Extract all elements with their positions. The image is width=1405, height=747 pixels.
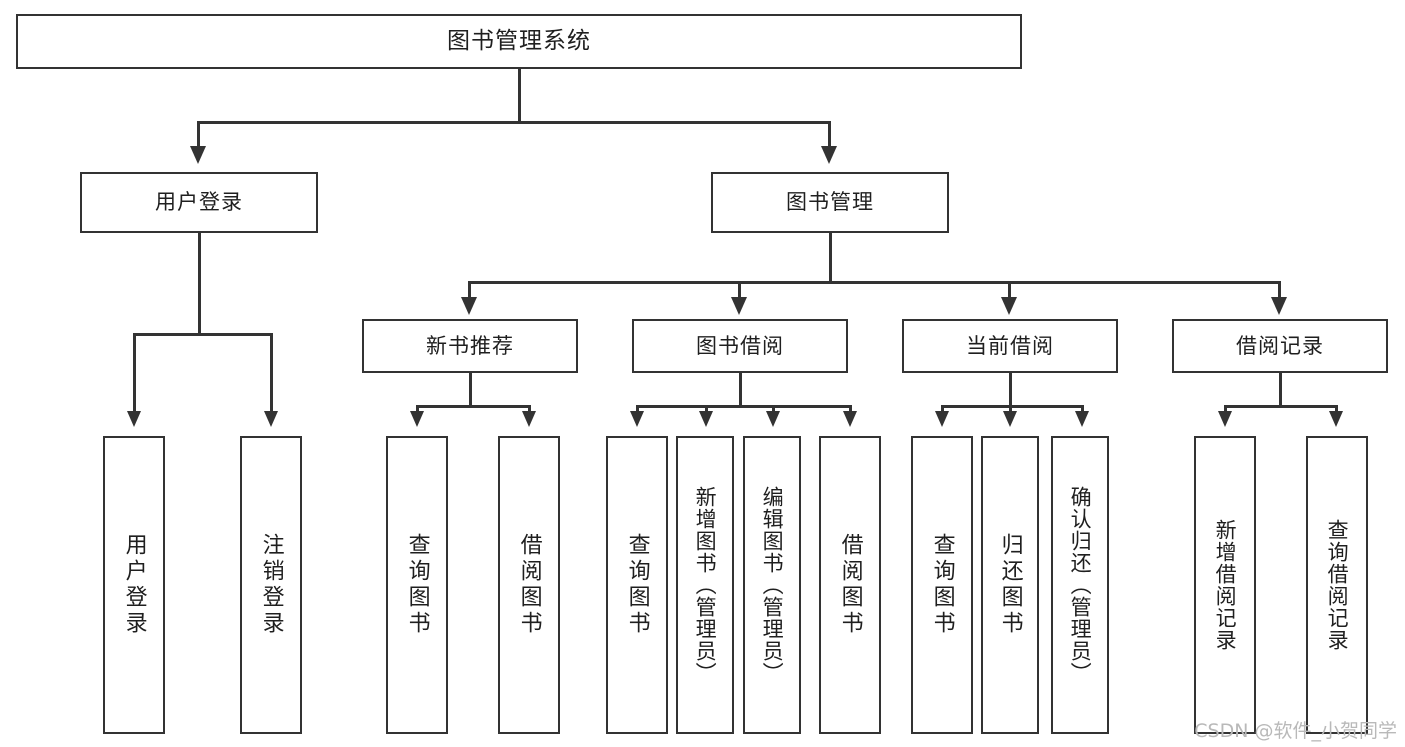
- arrow-to-query-book-1: [410, 411, 424, 427]
- edge-new-book-leaf2-drop: [528, 405, 531, 413]
- node-label: 确认归还（管理员）: [1068, 486, 1093, 684]
- node-user-login[interactable]: 用户登录: [80, 172, 318, 233]
- edge-level2-drop-4: [1278, 281, 1281, 299]
- arrow-to-new-book-recommend: [461, 297, 477, 315]
- node-label: 注销登录: [258, 533, 284, 637]
- edge-book-borrow-leaf3-drop: [772, 405, 775, 413]
- leaf-confirm-return[interactable]: 确认归还（管理员）: [1051, 436, 1109, 734]
- node-label: 归还图书: [997, 533, 1023, 637]
- edge-new-book-leaf1-drop: [416, 405, 419, 413]
- node-book-borrow[interactable]: 图书借阅: [632, 319, 848, 373]
- leaf-add-borrow-record[interactable]: 新增借阅记录: [1194, 436, 1256, 734]
- node-label: 查询图书: [404, 533, 430, 637]
- arrow-to-edit-book: [766, 411, 780, 427]
- arrow-to-book-management: [821, 146, 837, 164]
- node-label: 当前借阅: [966, 333, 1054, 358]
- arrow-to-logout-leaf: [264, 411, 278, 427]
- node-label: 图书借阅: [696, 333, 784, 358]
- arrow-to-book-borrow: [731, 297, 747, 315]
- edge-current-borrow-drop: [1009, 373, 1012, 407]
- edge-user-login-leaf2-drop: [270, 333, 273, 413]
- leaf-query-book-recommend[interactable]: 查询图书: [386, 436, 448, 734]
- arrow-to-add-book: [699, 411, 713, 427]
- node-label: 图书管理: [786, 190, 874, 215]
- edge-level2-bus: [468, 281, 1280, 284]
- node-root-system[interactable]: 图书管理系统: [16, 14, 1022, 69]
- edge-new-book-bus: [416, 405, 530, 408]
- edge-book-management-drop: [829, 233, 832, 283]
- edge-level2-drop-1: [468, 281, 471, 299]
- node-label: 借阅图书: [837, 533, 863, 637]
- edge-current-borrow-leaf3-drop: [1081, 405, 1084, 413]
- arrow-to-user-login-leaf: [127, 411, 141, 427]
- edge-borrow-record-leaf2-drop: [1335, 405, 1338, 413]
- leaf-return-book[interactable]: 归还图书: [981, 436, 1039, 734]
- node-label: 查询图书: [929, 533, 955, 637]
- edge-level1-left-drop: [197, 121, 200, 148]
- arrow-to-confirm-return: [1075, 411, 1089, 427]
- leaf-borrow-book[interactable]: 借阅图书: [819, 436, 881, 734]
- csdn-watermark: CSDN @软件_小贺同学: [1194, 720, 1397, 742]
- edge-user-login-drop: [198, 233, 201, 335]
- edge-level2-drop-3: [1008, 281, 1011, 299]
- leaf-query-book-current[interactable]: 查询图书: [911, 436, 973, 734]
- node-new-book-recommend[interactable]: 新书推荐: [362, 319, 578, 373]
- node-label: 新增借阅记录: [1213, 519, 1238, 651]
- leaf-add-book[interactable]: 新增图书（管理员）: [676, 436, 734, 734]
- arrow-to-query-book-2: [630, 411, 644, 427]
- arrow-to-current-borrow: [1001, 297, 1017, 315]
- edge-new-book-drop: [469, 373, 472, 407]
- node-current-borrow[interactable]: 当前借阅: [902, 319, 1118, 373]
- node-label: 查询图书: [624, 533, 650, 637]
- edge-borrow-record-bus: [1224, 405, 1337, 408]
- node-label: 图书管理系统: [447, 28, 591, 55]
- edge-current-borrow-leaf1-drop: [941, 405, 944, 413]
- leaf-borrow-book-recommend[interactable]: 借阅图书: [498, 436, 560, 734]
- edge-book-borrow-leaf4-drop: [849, 405, 852, 413]
- edge-user-login-bus: [133, 333, 272, 336]
- edge-current-borrow-leaf2-drop: [1009, 405, 1012, 413]
- leaf-query-book-borrow[interactable]: 查询图书: [606, 436, 668, 734]
- node-book-management[interactable]: 图书管理: [711, 172, 949, 233]
- leaf-query-borrow-record[interactable]: 查询借阅记录: [1306, 436, 1368, 734]
- edge-book-borrow-leaf1-drop: [636, 405, 639, 413]
- node-label: 借阅图书: [516, 533, 542, 637]
- arrow-to-user-login: [190, 146, 206, 164]
- edge-book-borrow-leaf2-drop: [705, 405, 708, 413]
- node-label: 新增图书（管理员）: [693, 486, 718, 684]
- leaf-edit-book[interactable]: 编辑图书（管理员）: [743, 436, 801, 734]
- node-label: 编辑图书（管理员）: [760, 486, 785, 684]
- edge-book-borrow-drop: [739, 373, 742, 407]
- edge-borrow-record-drop: [1279, 373, 1282, 407]
- node-label: 借阅记录: [1236, 333, 1324, 358]
- arrow-to-borrow-book-2: [843, 411, 857, 427]
- node-borrow-record[interactable]: 借阅记录: [1172, 319, 1388, 373]
- arrow-to-query-borrow-record: [1329, 411, 1343, 427]
- arrow-to-return-book: [1003, 411, 1017, 427]
- arrow-to-borrow-book-1: [522, 411, 536, 427]
- arrow-to-add-borrow-record: [1218, 411, 1232, 427]
- edge-level1-bus: [197, 121, 831, 124]
- edge-root-drop: [518, 69, 521, 123]
- edge-current-borrow-bus: [941, 405, 1083, 408]
- leaf-logout[interactable]: 注销登录: [240, 436, 302, 734]
- node-label: 查询借阅记录: [1325, 519, 1350, 651]
- edge-borrow-record-leaf1-drop: [1224, 405, 1227, 413]
- edge-level1-right-drop: [828, 121, 831, 148]
- edge-level2-drop-2: [738, 281, 741, 299]
- leaf-user-login[interactable]: 用户登录: [103, 436, 165, 734]
- node-label: 用户登录: [155, 190, 243, 215]
- edge-user-login-leaf1-drop: [133, 333, 136, 413]
- arrow-to-borrow-record: [1271, 297, 1287, 315]
- node-label: 用户登录: [121, 533, 147, 637]
- node-label: 新书推荐: [426, 333, 514, 358]
- edge-book-borrow-bus: [636, 405, 851, 408]
- arrow-to-query-book-3: [935, 411, 949, 427]
